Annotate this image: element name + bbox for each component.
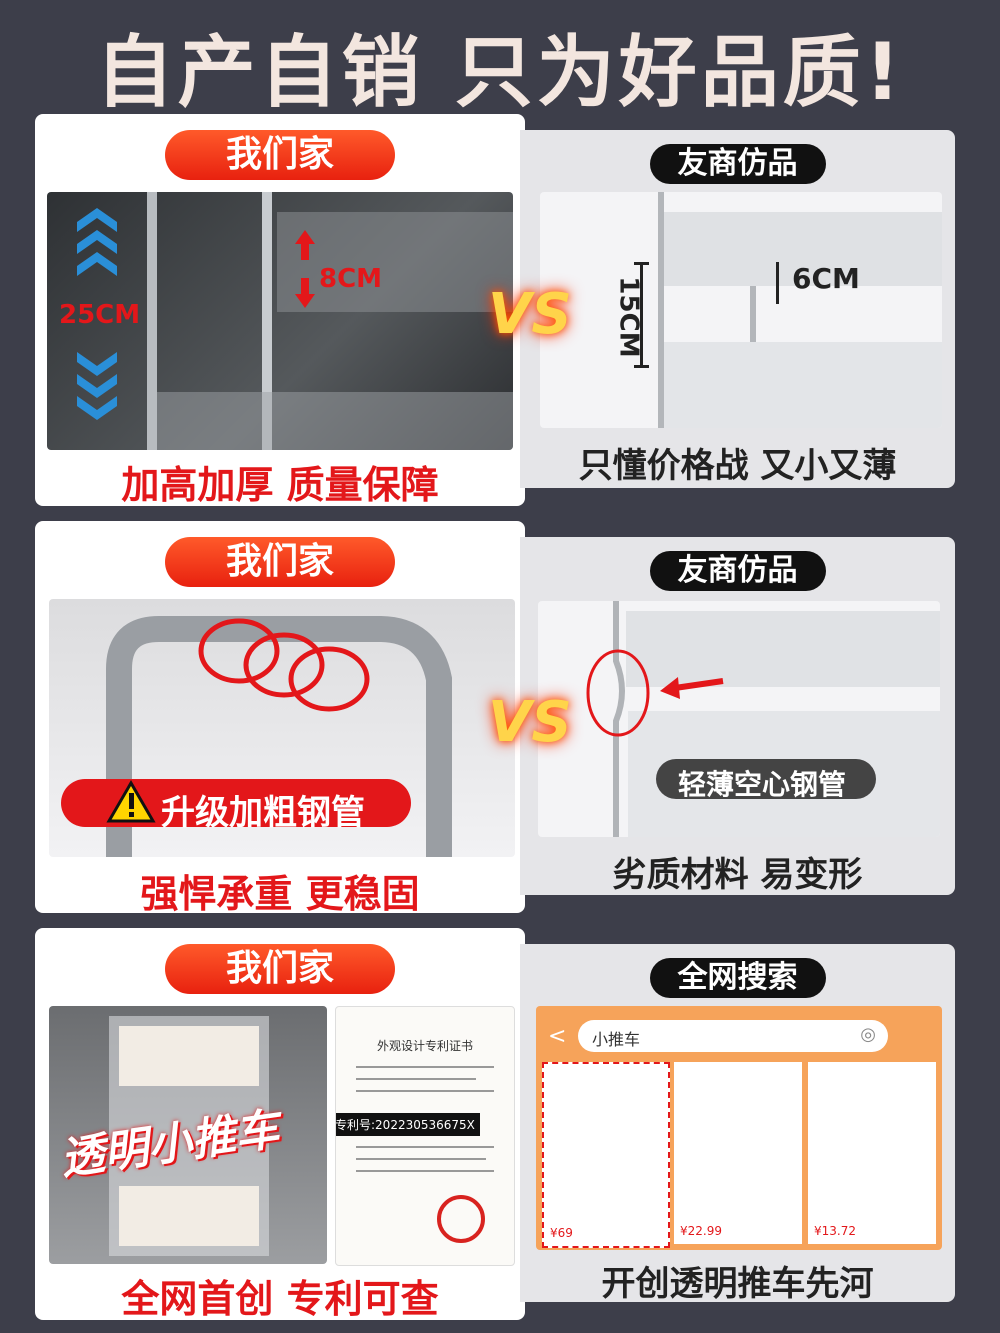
row2-vs: VS [488,690,572,755]
row3-theirs-label: 全网搜索 [649,958,826,998]
search-back-icon[interactable]: < [548,1024,567,1049]
row2-theirs-card: 友商仿品 轻薄空心钢管 劣质材料 易变形 [520,537,955,895]
row1-ours-label: 我们家 [165,130,395,180]
row3-ours-card: 我们家 透明小推车 外观设计专利证书 专利号:202230536675X 全网首… [35,928,525,1321]
search-input[interactable]: 小推车 ◎ [578,1020,888,1052]
row3-theirs-caption: 开创透明推车先河 [601,1264,874,1304]
ours-height-label: 25CM [59,300,141,330]
row1-theirs-photo: 15CM 6CM [540,192,942,428]
row2-ours-caption: 强悍承重 更稳固 [140,872,420,916]
row1-theirs-card: 友商仿品 15CM 6CM 只懂价格战 又小又薄 [520,130,955,488]
row2-theirs-caption: 劣质材料 易变形 [612,855,863,895]
row3-theirs-card: 全网搜索 < 小推车 ◎ ¥69 ¥22.99 ¥13.72 开创透明推车先河 [520,944,955,1304]
transparent-cart-illustration [109,1016,269,1256]
row3-ours-label: 我们家 [165,944,395,994]
theirs-height-label: 15CM [613,276,644,358]
row3-ours-caption: 全网首创 专利可查 [121,1277,439,1321]
ours-gap-label: 8CM [319,264,383,294]
row1-vs: VS [488,282,572,347]
row2-theirs-label: 友商仿品 [649,551,826,591]
certificate-seal-icon [356,1066,494,1243]
row1-ours-caption: 加高加厚 质量保障 [121,463,439,507]
thick-tube-illustration [61,616,452,857]
result2-price: ¥22.99 [680,1224,722,1238]
certificate-title: 外观设计专利证书 [376,1039,473,1053]
thick-tube-badge: 升级加粗钢管 [161,793,365,833]
row1-theirs-label: 友商仿品 [649,144,826,184]
row2-theirs-photo: 轻薄空心钢管 [538,601,940,837]
search-screenshot: < 小推车 ◎ ¥69 ¥22.99 ¥13.72 [536,1006,942,1250]
competitor-cart-illustration [634,192,942,428]
row2-ours-photo: 升级加粗钢管 [49,599,515,857]
search-result-2[interactable]: ¥22.99 [674,1062,802,1244]
search-result-1[interactable]: ¥69 [542,1062,670,1248]
row1-ours-card: 我们家 25CM 8CM 加高加厚 质量保障 [35,114,525,507]
result3-price: ¥13.72 [814,1224,856,1238]
row2-ours-card: 我们家 升级加粗钢管 强悍承重 更稳固 [35,521,525,916]
hollow-tube-illustration [586,601,940,837]
hollow-tube-badge: 轻薄空心钢管 [678,768,847,801]
result1-price: ¥69 [550,1226,573,1240]
search-query: 小推车 [592,1030,641,1049]
row2-ours-label: 我们家 [165,537,395,587]
headline: 自产自销 只为好品质! [95,28,905,118]
theirs-gap-label: 6CM [792,262,860,295]
patent-number: 专利号:202230536675X [336,1113,480,1136]
search-result-3[interactable]: ¥13.72 [808,1062,936,1244]
row3-product-photo: 透明小推车 [49,1006,327,1264]
cart-shelf-illustration [77,192,513,450]
row1-ours-photo: 25CM 8CM [47,192,513,450]
camera-icon[interactable]: ◎ [860,1024,876,1045]
row1-theirs-caption: 只懂价格战 又小又薄 [578,446,897,486]
patent-certificate: 外观设计专利证书 专利号:202230536675X [335,1006,515,1266]
